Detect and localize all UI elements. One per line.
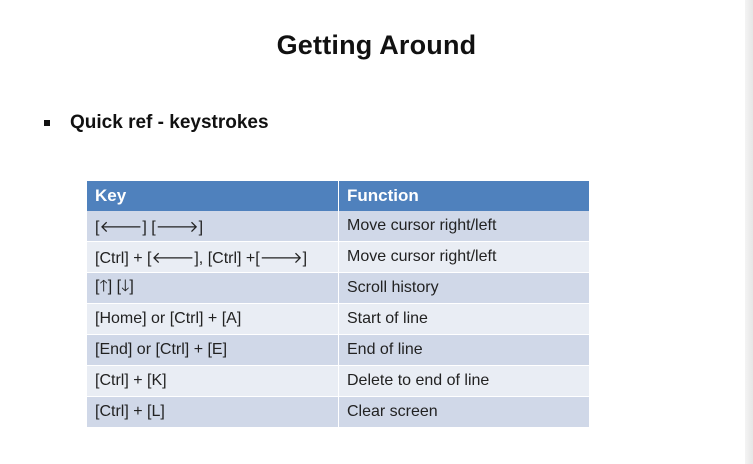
table-row: [🡐] [🡒] Move cursor right/left xyxy=(87,211,589,242)
bullet-item: Quick ref - keystrokes xyxy=(44,112,269,134)
slide-title: Getting Around xyxy=(276,30,477,60)
function-cell: Delete to end of line xyxy=(338,365,589,397)
function-cell: Start of line xyxy=(338,303,589,335)
bullet-square-icon xyxy=(44,120,50,126)
function-cell: Scroll history xyxy=(338,272,589,304)
key-cell: [Ctrl] + [K] xyxy=(87,365,339,397)
table-row: [🡑] [🡓] Scroll history xyxy=(87,272,589,304)
window-edge xyxy=(745,0,753,464)
bullet-text: Quick ref - keystrokes xyxy=(70,112,269,133)
key-cell: [Home] or [Ctrl] + [A] xyxy=(87,303,339,335)
table-row: [Ctrl] + [🡐], [Ctrl] +[🡒] Move cursor ri… xyxy=(87,241,589,273)
key-cell: [🡐] [🡒] xyxy=(87,211,339,242)
header-key: Key xyxy=(87,181,339,211)
header-function: Function xyxy=(338,181,589,211)
table-row: [Home] or [Ctrl] + [A] Start of line xyxy=(87,303,589,335)
function-cell: Move cursor right/left xyxy=(338,241,589,273)
key-cell: [Ctrl] + [L] xyxy=(87,396,339,427)
function-cell: Move cursor right/left xyxy=(338,211,589,242)
table-header-row: Key Function xyxy=(87,181,589,211)
keystroke-table: Key Function [🡐] [🡒] Move cursor right/l… xyxy=(87,181,589,427)
table-row: [Ctrl] + [L] Clear screen xyxy=(87,396,589,427)
function-cell: Clear screen xyxy=(338,396,589,427)
function-cell: End of line xyxy=(338,334,589,366)
key-cell: [Ctrl] + [🡐], [Ctrl] +[🡒] xyxy=(87,241,339,273)
key-cell: [End] or [Ctrl] + [E] xyxy=(87,334,339,366)
table-row: [End] or [Ctrl] + [E] End of line xyxy=(87,334,589,366)
key-cell: [🡑] [🡓] xyxy=(87,272,339,304)
table-row: [Ctrl] + [K] Delete to end of line xyxy=(87,365,589,397)
